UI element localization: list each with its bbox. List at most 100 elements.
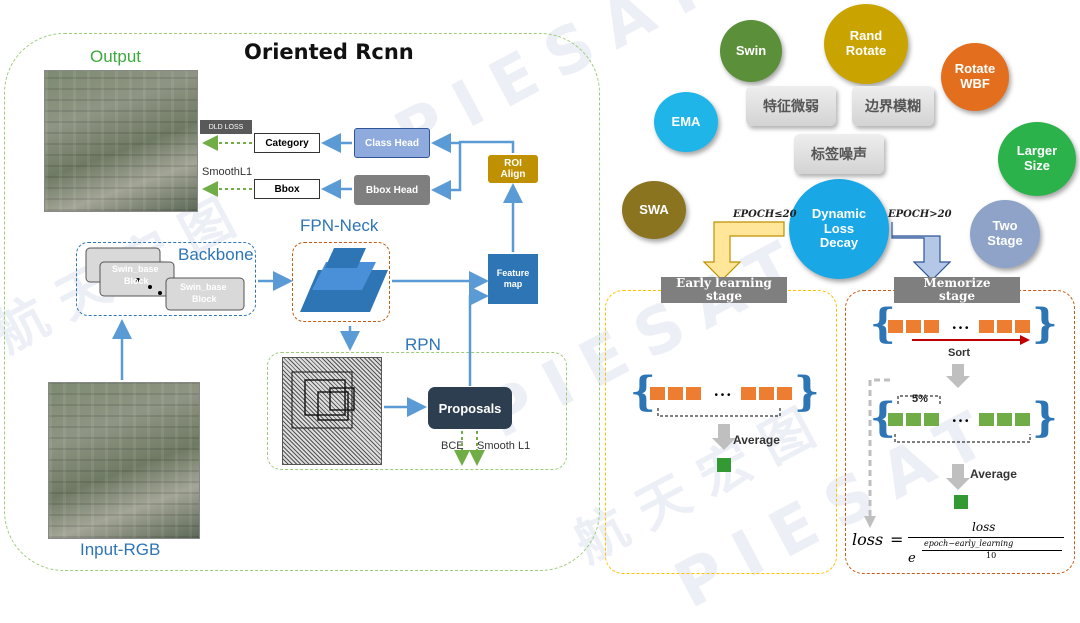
fpn-layer-mid bbox=[312, 262, 376, 290]
token bbox=[668, 387, 683, 401]
tag-feature-weak: 特征微弱 bbox=[746, 86, 836, 126]
token bbox=[1014, 413, 1030, 427]
early-average-square bbox=[717, 458, 731, 472]
swin-block-label: Swin_base bbox=[112, 264, 159, 274]
average-left-down-arrow bbox=[712, 424, 736, 450]
input-label: Input-RGB bbox=[80, 540, 161, 559]
token bbox=[978, 320, 994, 334]
arrow-proposals-up bbox=[468, 286, 489, 386]
epoch-gt-label: EPOCH>20 bbox=[888, 209, 952, 220]
rpn-frame bbox=[267, 352, 567, 470]
swin-block-label: Block bbox=[124, 276, 149, 286]
token bbox=[686, 387, 701, 401]
ema-ball: EMA bbox=[654, 92, 718, 152]
swin-dot bbox=[148, 285, 152, 289]
right-arrows bbox=[657, 221, 1031, 528]
token bbox=[888, 413, 903, 427]
token bbox=[906, 413, 921, 427]
tag-label-noise: 标签噪声 bbox=[794, 134, 884, 174]
token bbox=[924, 413, 939, 427]
early-stage-frame bbox=[605, 290, 837, 574]
rpn-proposal-box bbox=[317, 391, 349, 421]
tag-boundary-blur: 边界模糊 bbox=[852, 86, 934, 126]
average-right-label: Average bbox=[970, 467, 1017, 481]
memorize-bent-arrow bbox=[891, 222, 952, 281]
smooth-l1-top-label: SmoothL1 bbox=[202, 166, 253, 178]
two-stage-ball: Two Stage bbox=[970, 200, 1040, 268]
rpn-label: RPN bbox=[405, 335, 441, 354]
token bbox=[650, 387, 665, 401]
swin-block-label: Block bbox=[192, 294, 217, 304]
formula-exp-num: epoch−early_learning bbox=[924, 539, 1014, 548]
early-token-row: • • • bbox=[650, 385, 795, 403]
formula-lhs: loss bbox=[852, 530, 884, 549]
epoch-le-label: EPOCH≤20 bbox=[733, 209, 797, 220]
bbox-box: Bbox bbox=[254, 179, 320, 199]
rpn-proposal-box bbox=[304, 379, 346, 416]
bce-label: BCE bbox=[441, 440, 464, 452]
token bbox=[776, 387, 792, 401]
formula-numerator: loss bbox=[972, 520, 996, 534]
dots: • • • bbox=[952, 323, 969, 334]
token bbox=[740, 387, 756, 401]
right-brace: } bbox=[794, 368, 820, 415]
rotate-wbf-ball: Rotate WBF bbox=[941, 43, 1009, 111]
diagram-title: Oriented Rcnn bbox=[244, 40, 414, 64]
backbone-frame bbox=[76, 242, 256, 316]
dld-loss-label: DLD LOSS bbox=[200, 120, 252, 134]
rpn-image bbox=[282, 357, 382, 465]
rpn-proposal-box bbox=[329, 387, 355, 411]
feature-map-box: Feature map bbox=[488, 254, 538, 304]
swin-block-label: Swin_base bbox=[180, 282, 227, 292]
token bbox=[1014, 320, 1030, 334]
swin-block-front bbox=[165, 277, 245, 311]
token bbox=[924, 320, 939, 334]
fpn-neck-label: FPN-Neck bbox=[300, 216, 379, 235]
token bbox=[996, 413, 1012, 427]
backbone-label: Backbone bbox=[178, 245, 254, 264]
sort-down-arrow bbox=[946, 364, 970, 388]
memorize-average-bracket bbox=[894, 434, 1031, 443]
roi-align-box: ROI Align bbox=[488, 155, 538, 183]
average-right-down-arrow bbox=[946, 464, 970, 490]
swin-ball: Swin bbox=[720, 20, 782, 82]
token bbox=[758, 387, 774, 401]
category-box: Category bbox=[254, 133, 320, 153]
memorize-average-square bbox=[954, 495, 968, 509]
dynamic-loss-decay-ball: Dynamic Loss Decay bbox=[789, 179, 889, 279]
smooth-l1-rpn-label: Smooth L1 bbox=[477, 440, 531, 452]
right-brace: } bbox=[1032, 394, 1058, 441]
swa-ball: SWA bbox=[622, 181, 686, 239]
loss-formula: loss = loss e epoch−early_learning 10 bbox=[852, 520, 1072, 572]
memorize-stage-label: Memorize stage bbox=[894, 276, 1020, 303]
token bbox=[978, 413, 994, 427]
swin-dot bbox=[158, 291, 162, 295]
rand-rotate-ball: Rand Rotate bbox=[824, 4, 908, 84]
dots: • • • bbox=[714, 390, 731, 401]
left-panel-frame bbox=[4, 33, 600, 571]
token bbox=[888, 320, 903, 334]
five-percent-label: 5% bbox=[912, 393, 928, 405]
output-image bbox=[44, 70, 198, 212]
swin-dot bbox=[136, 278, 140, 282]
rpn-proposal-box bbox=[291, 371, 353, 429]
larger-size-ball: Larger Size bbox=[998, 122, 1076, 196]
fpn-layer-top bbox=[325, 248, 366, 268]
memorize-green-row: • • • bbox=[888, 411, 1033, 429]
class-head-box: Class Head bbox=[354, 128, 430, 158]
formula-base: e bbox=[908, 551, 916, 566]
token bbox=[996, 320, 1012, 334]
formula-exp-den: 10 bbox=[986, 551, 997, 560]
output-label: Output bbox=[90, 47, 142, 66]
sort-red-arrow-head bbox=[1020, 335, 1030, 345]
dots: • • • bbox=[952, 416, 969, 427]
pipeline-arrows bbox=[85, 133, 523, 466]
early-bent-arrow bbox=[702, 221, 785, 281]
token bbox=[906, 320, 921, 334]
sort-label: Sort bbox=[948, 347, 970, 359]
feedback-dashed bbox=[868, 378, 890, 520]
early-stage-label: Early learning stage bbox=[661, 276, 787, 303]
arrow-roi-to-heads bbox=[431, 140, 515, 200]
right-brace: } bbox=[1032, 300, 1058, 347]
input-image bbox=[48, 382, 200, 539]
